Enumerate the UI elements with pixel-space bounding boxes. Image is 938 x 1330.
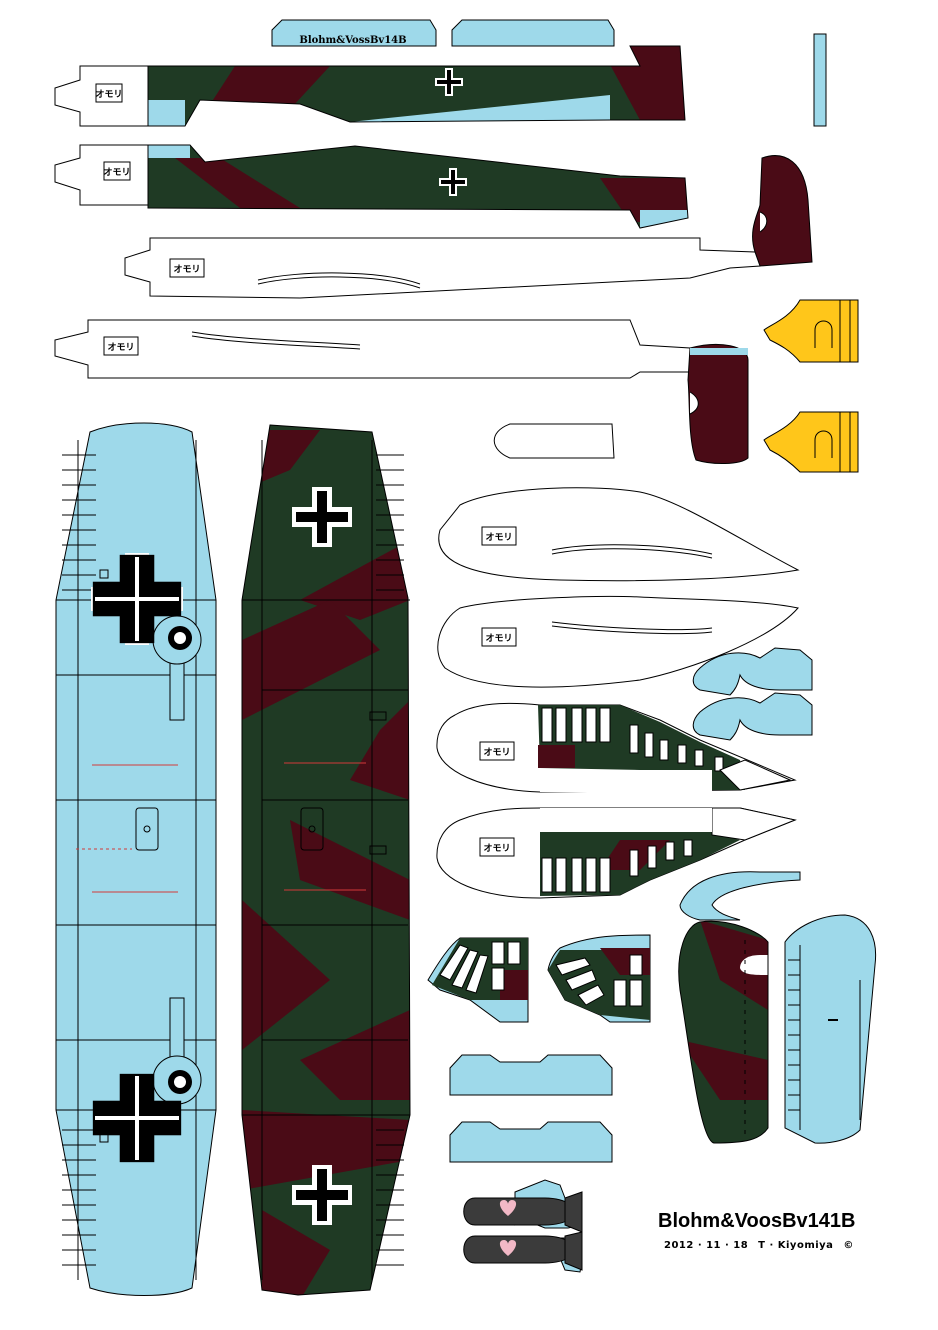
propeller-spinner-part-1 (763, 299, 859, 363)
sheet-title: Blohm&VoosBv141B (658, 1210, 856, 1232)
wing-root-part-top-right (451, 19, 615, 47)
balkenkreuz-icon (292, 1165, 352, 1225)
hook-part (679, 871, 801, 921)
model-name-label: Blohm&VossBv14B (299, 35, 406, 46)
fuselage-side-part-1: オモリ (54, 45, 686, 127)
sheet-author: T · Kiyomiya (758, 1240, 834, 1251)
propeller-spinner-part-2 (763, 411, 859, 473)
copyright-icon: © (843, 1240, 854, 1251)
weight-stamp-text: オモリ (485, 633, 512, 644)
bomb-part-1 (463, 1179, 583, 1233)
balkenkreuz-icon (91, 553, 183, 645)
tailplane-lower (784, 914, 877, 1144)
strut-part (813, 33, 827, 127)
weight-stamp-text: オモリ (485, 532, 512, 543)
tail-rudder-part-1 (752, 155, 813, 267)
tail-rudder-part-2 (687, 343, 749, 464)
weight-stamp-text: オモリ (95, 89, 122, 100)
balkenkreuz-icon (435, 68, 463, 96)
canopy-part-1 (427, 937, 529, 1023)
weight-stamp-text: オモリ (173, 264, 200, 275)
cover-part-small (493, 423, 615, 459)
cockpit-nacelle-part-1: オモリ (436, 702, 797, 793)
nacelle-part-1: オモリ (438, 487, 800, 582)
cockpit-nacelle-part-2: オモリ (436, 807, 797, 899)
sheet-credit: 2012 · 11 · 18 T · Kiyomiya © (664, 1240, 860, 1251)
balkenkreuz-icon (292, 487, 352, 547)
wing-root-part-lower-2 (449, 1121, 613, 1163)
balkenkreuz-icon (92, 1073, 182, 1163)
tailplane-upper (678, 920, 769, 1144)
sheet-date: 2012 · 11 · 18 (664, 1240, 749, 1251)
fuselage-inner-part-4: オモリ (54, 319, 691, 379)
wing-root-part-top-left: Blohm&VossBv14B (271, 19, 437, 47)
fuselage-side-part-2: オモリ (54, 144, 689, 229)
weight-stamp-label (95, 83, 123, 103)
wing-underside (55, 422, 217, 1296)
canopy-part-2 (547, 934, 651, 1023)
fuselage-inner-part-3: オモリ (124, 237, 761, 299)
heart-icon (499, 1200, 517, 1216)
weight-stamp-text: オモリ (103, 167, 130, 178)
cowling-ring-parts (692, 647, 813, 741)
wing-upper (241, 424, 411, 1296)
balkenkreuz-icon (439, 168, 467, 196)
weight-stamp-text: オモリ (483, 843, 510, 854)
weight-stamp-text: オモリ (483, 747, 510, 758)
wing-root-part-lower-1 (449, 1054, 613, 1096)
nacelle-part-2: オモリ (437, 595, 799, 688)
weight-stamp-text: オモリ (107, 342, 134, 353)
heart-icon (499, 1240, 517, 1256)
bomb-part-2 (463, 1231, 583, 1273)
